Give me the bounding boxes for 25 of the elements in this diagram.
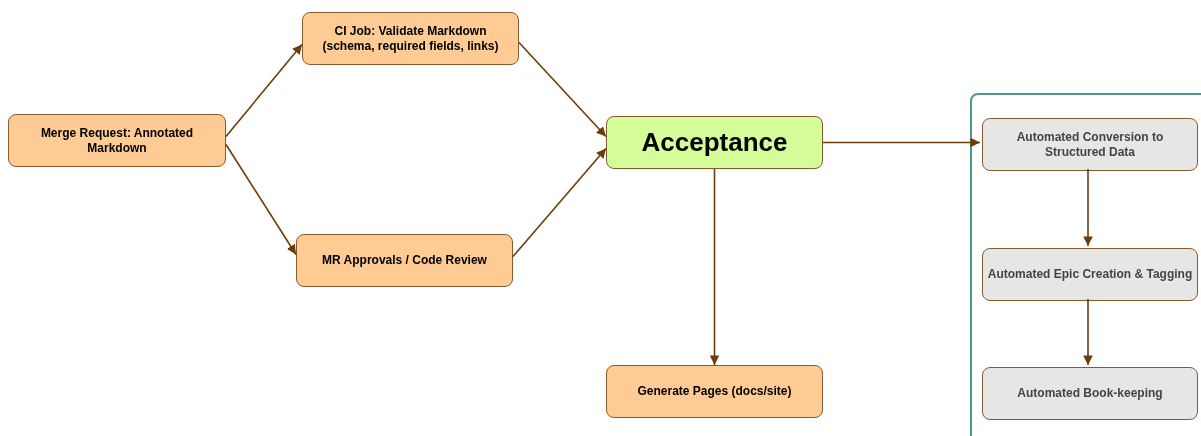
node-label: Generate Pages (docs/site) — [636, 384, 793, 399]
node-label: MR Approvals / Code Review — [321, 253, 488, 268]
node-label: CI Job: Validate Markdown (schema, required fields, links) — [321, 23, 500, 54]
node-label: Automated Book-keeping — [1016, 386, 1164, 401]
node-label: Acceptance — [640, 126, 789, 159]
arrow — [518, 41, 607, 138]
node-label: Merge Request: Annotated Markdown — [39, 125, 195, 156]
process-box — [296, 234, 513, 287]
node-label: Automated Epic Creation & Tagging — [986, 267, 1194, 282]
arrow — [225, 43, 303, 138]
acceptance-box — [606, 116, 823, 169]
group-container — [970, 93, 1201, 436]
process-box — [302, 12, 519, 65]
arrow — [1083, 168, 1093, 247]
node-label: Automated Conversion to Structured Data — [1015, 129, 1165, 160]
automation-box — [982, 367, 1198, 420]
process-box — [606, 365, 823, 418]
automation-box — [982, 118, 1198, 171]
process-box — [8, 114, 226, 167]
arrow — [512, 147, 607, 258]
arrow — [822, 137, 981, 148]
arrow — [1083, 298, 1093, 366]
arrow — [709, 168, 720, 366]
automation-box — [982, 248, 1198, 301]
arrow — [225, 143, 297, 256]
